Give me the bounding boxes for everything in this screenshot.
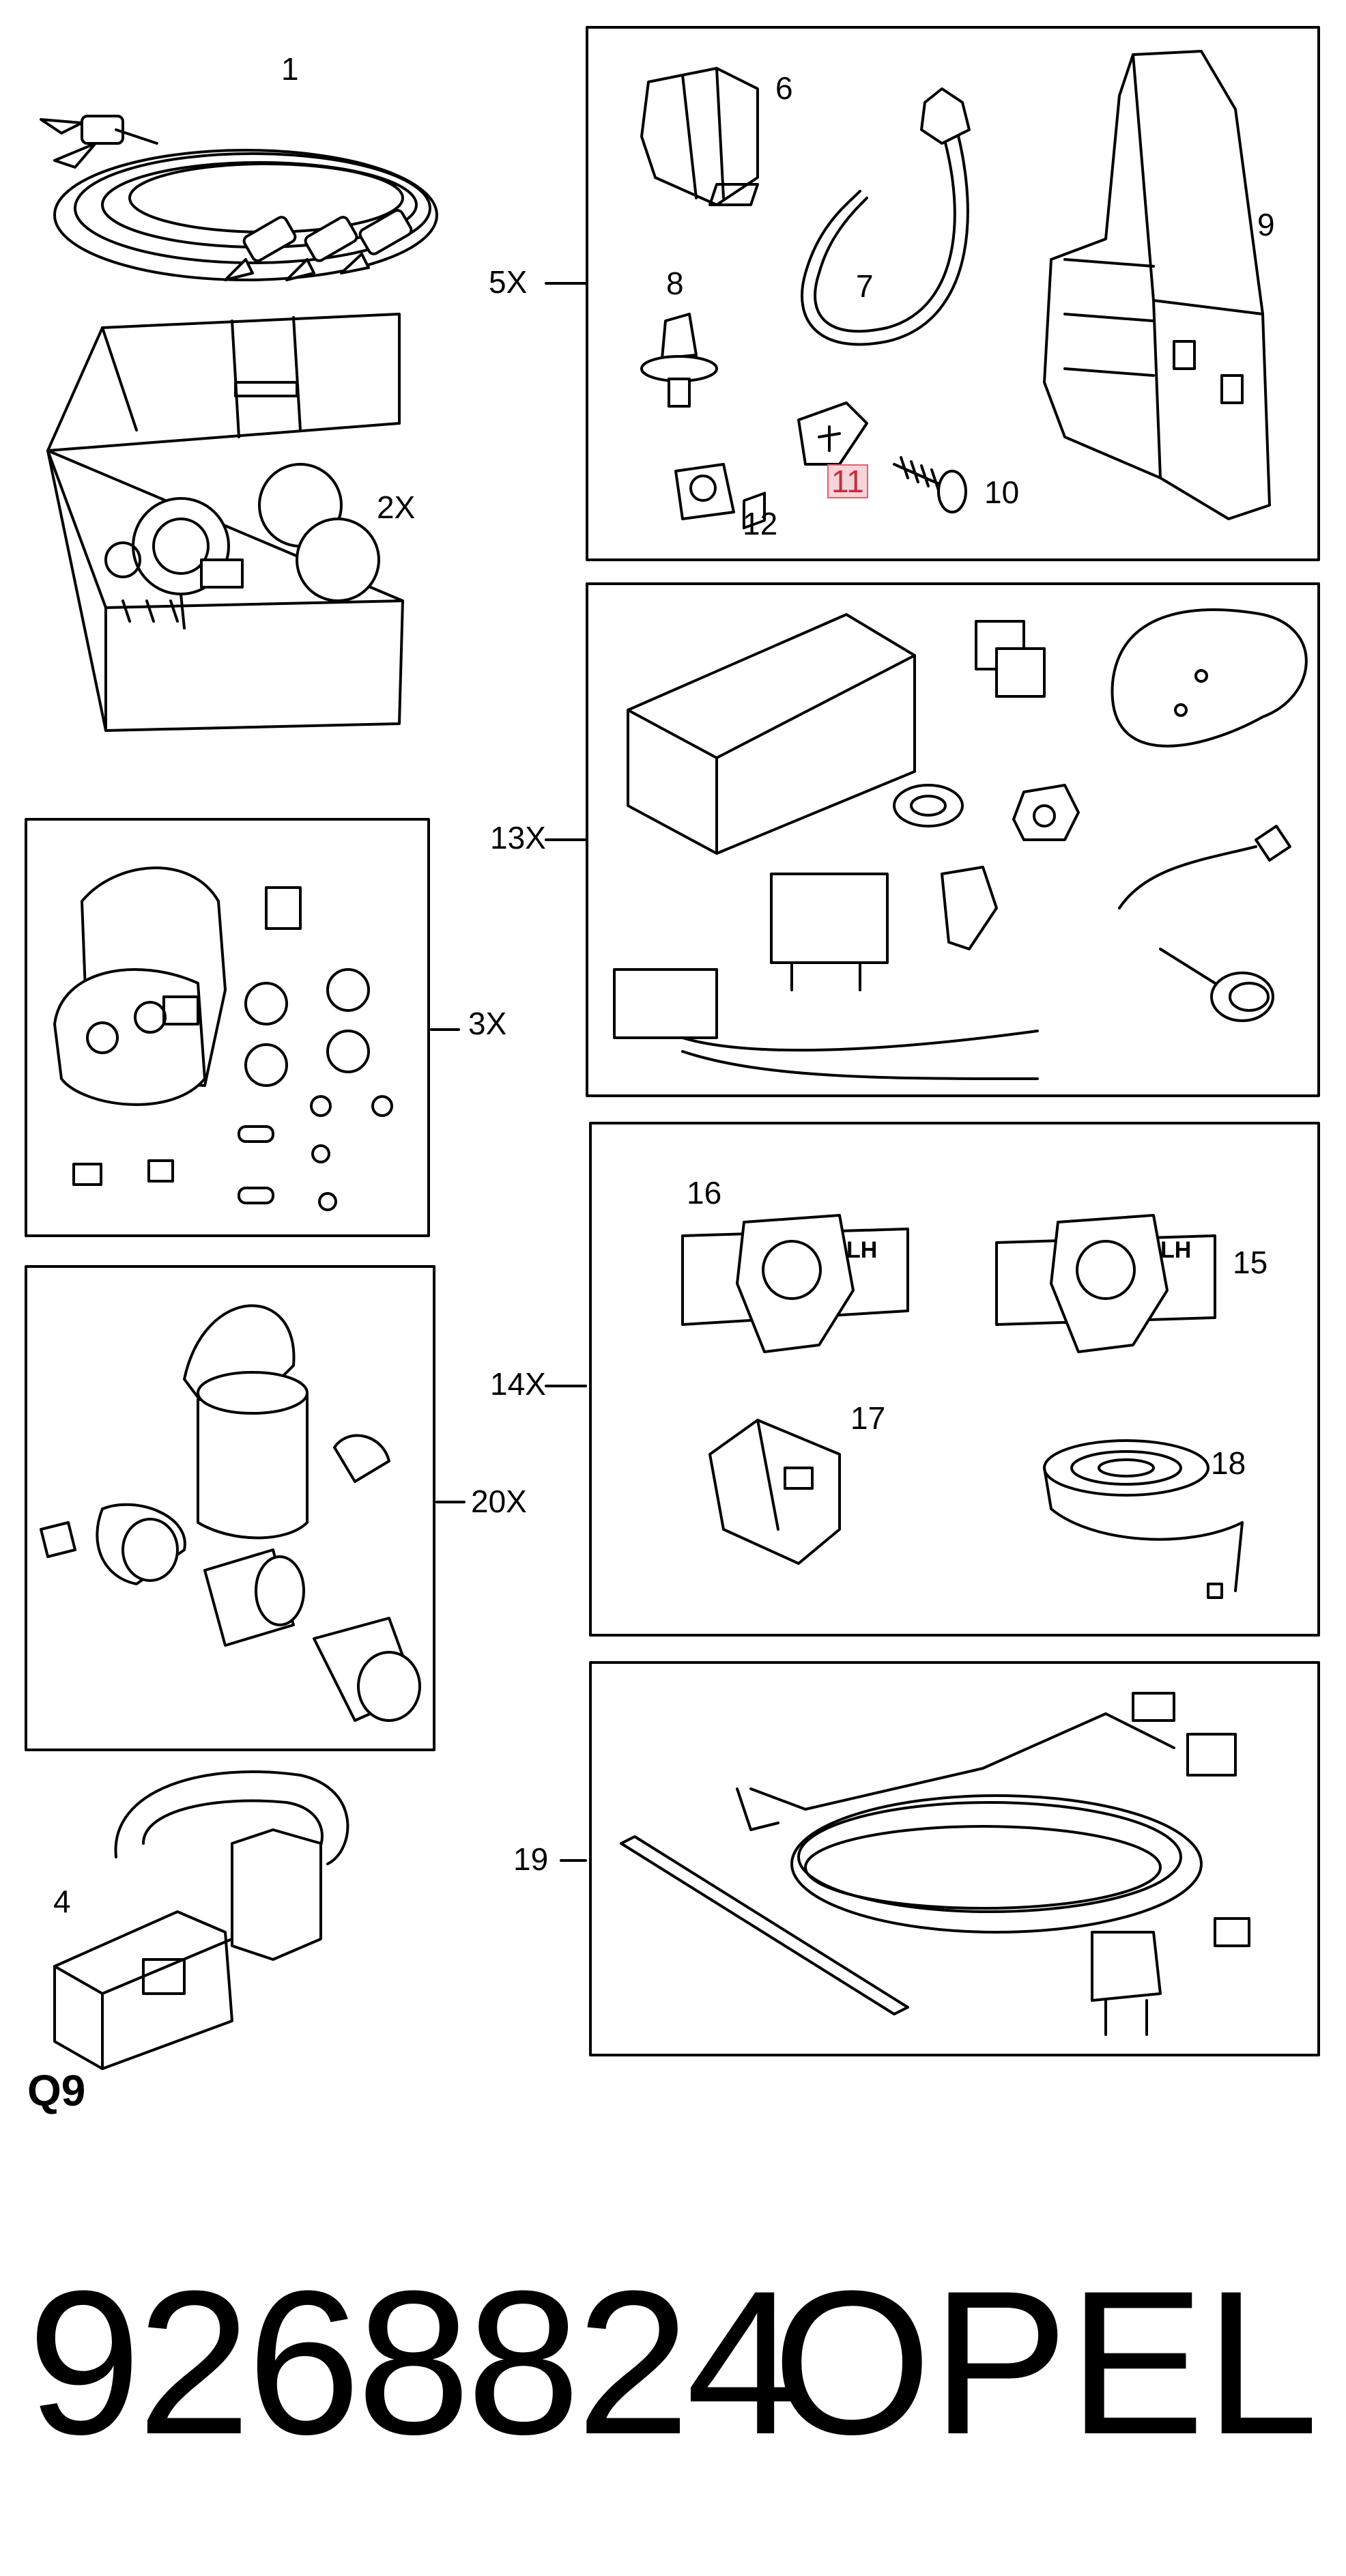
callout-2x: 2X: [377, 490, 416, 525]
wiring-harness: [620, 1583, 1250, 2036]
bracket-9: [1043, 50, 1271, 520]
callout-12: 12: [743, 506, 778, 541]
clip-6: [640, 67, 759, 206]
callout-5x: 5X: [489, 264, 528, 300]
spare-bulbs: [72, 886, 393, 1211]
kit-box-3x: [25, 818, 430, 1237]
clip-17: [708, 1419, 841, 1565]
callout-9: 9: [1257, 207, 1275, 242]
callout-7: 7: [856, 268, 874, 304]
sheet-code: Q9: [27, 2066, 86, 2115]
clip-11: [797, 401, 868, 466]
callout-13x: 13X: [490, 820, 546, 855]
ashtray-lighter: [40, 1304, 421, 1722]
callout-10: 10: [984, 475, 1020, 510]
bulb-case: [53, 866, 227, 1106]
callout-19: 19: [513, 1841, 549, 1877]
callout-18: 18: [1211, 1445, 1246, 1481]
lh-marking-16: LH: [846, 1237, 878, 1263]
sensor-parts: [613, 608, 1308, 1080]
callout-17: 17: [850, 1400, 886, 1436]
part-number: 9268824: [27, 2248, 800, 2477]
sensor-holder-15: [995, 1214, 1216, 1353]
kit-box-20x: [25, 1265, 435, 1751]
push-rivet-8: [640, 313, 718, 408]
callout-11: 11: [827, 464, 868, 498]
kit-box-19: [589, 1661, 1320, 2056]
lh-marking-15: LH: [1160, 1237, 1192, 1263]
screw-10: [893, 456, 967, 513]
callout-4: 4: [53, 1884, 71, 1919]
callout-8: 8: [666, 266, 684, 301]
foam-tape-18: [1043, 1439, 1244, 1592]
callout-1: 1: [281, 51, 299, 87]
kit-box-5x: [586, 26, 1320, 561]
callout-15: 15: [1233, 1245, 1268, 1280]
cable-tie-7: [801, 87, 971, 346]
callout-3x: 3X: [468, 1006, 507, 1041]
module-4: [53, 1770, 349, 2070]
callout-14x: 14X: [490, 1366, 546, 1402]
nut-12: [674, 463, 735, 520]
callout-16: 16: [687, 1175, 722, 1211]
callout-20x: 20X: [471, 1484, 527, 1519]
brand-name: OPEL: [772, 2248, 1319, 2477]
kit-box-14x: [589, 1122, 1320, 1637]
bulb-kit-box: [46, 313, 404, 732]
jumper-cables: [40, 115, 438, 281]
control-module: [627, 492, 916, 855]
sensor-holder-16: [681, 1214, 909, 1353]
callout-6: 6: [775, 70, 793, 106]
